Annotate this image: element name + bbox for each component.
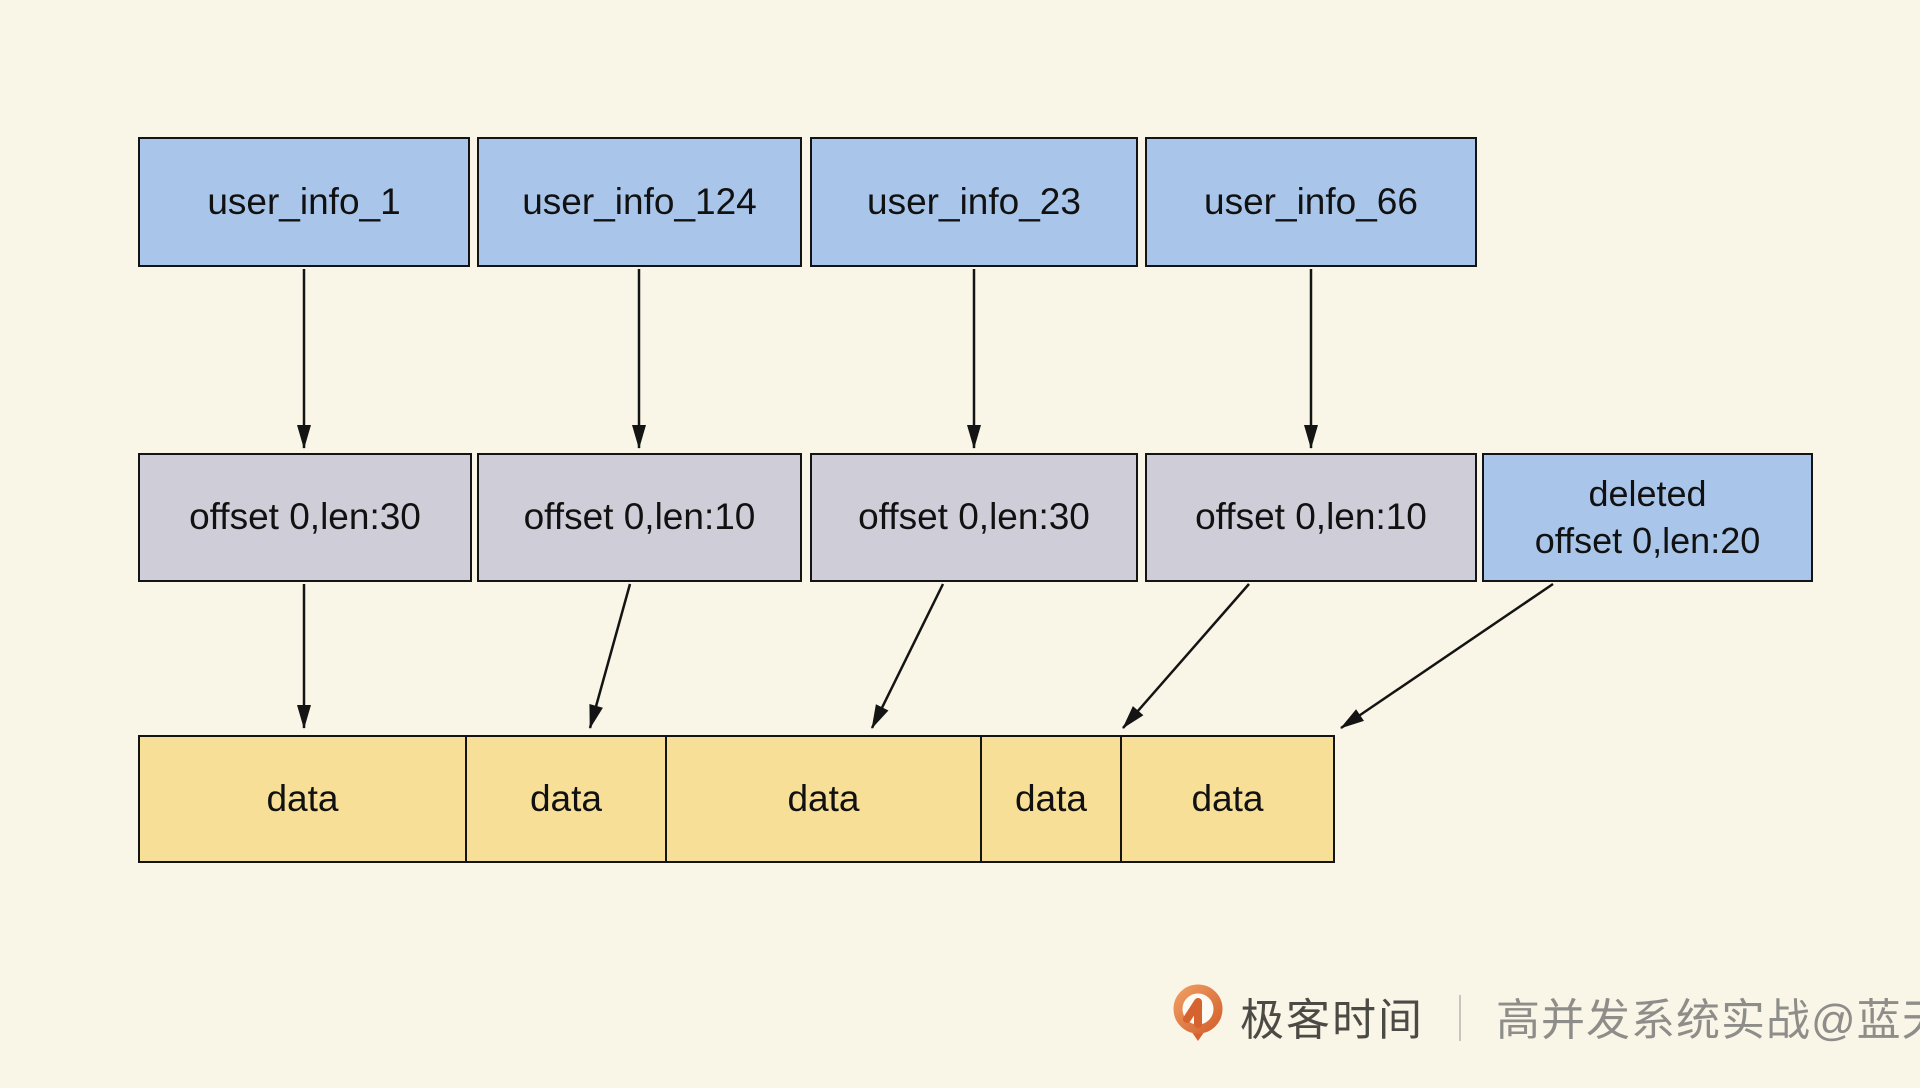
arrow-index-to-data <box>1122 583 1250 729</box>
brand-name: 极客时间 <box>1240 996 1424 1045</box>
data-label: data <box>529 777 602 819</box>
data-label: data <box>787 777 860 819</box>
key-label: user_info_66 <box>1204 180 1418 222</box>
divider: ｜ <box>1440 995 1480 1046</box>
data-box: data <box>465 735 667 863</box>
footer-brand-bar: 极客时间 ｜ 高并发系统实战@蓝天 <box>1172 982 1920 1050</box>
index-box: offset 0,len:30 <box>138 453 472 582</box>
index-box: offset 0,len:30 <box>810 453 1138 582</box>
index-label: offset 0,len:30 <box>189 496 421 538</box>
data-label: data <box>1014 777 1087 819</box>
index-label: offset 0,len:10 <box>523 496 756 538</box>
arrow-index-to-data <box>588 583 632 729</box>
data-box: data <box>138 735 467 863</box>
geektime-logo-icon <box>1173 984 1223 1041</box>
key-label: user_info_23 <box>867 180 1081 222</box>
deleted-label-line1: deleted <box>1588 472 1707 514</box>
index-box: offset 0,len:10 <box>477 453 802 582</box>
data-box: data <box>665 735 982 863</box>
key-label: user_info_1 <box>207 180 401 222</box>
data-box: data <box>1120 735 1335 863</box>
arrow-index-to-data <box>1340 582 1554 730</box>
arrow-index-to-data <box>870 583 945 729</box>
deleted-label-line2: offset 0,len:20 <box>1534 519 1761 561</box>
index-box-deleted: deleted offset 0,len:20 <box>1482 453 1813 582</box>
data-label: data <box>266 777 339 819</box>
credit-text: 高并发系统实战@蓝天 <box>1496 996 1920 1045</box>
data-label: data <box>1191 777 1264 819</box>
index-box: offset 0,len:10 <box>1145 453 1477 582</box>
key-label: user_info_124 <box>522 180 757 222</box>
index-label: offset 0,len:10 <box>1195 496 1427 538</box>
key-box: user_info_124 <box>477 137 802 267</box>
key-box: user_info_1 <box>138 137 470 267</box>
index-label: offset 0,len:30 <box>858 496 1090 538</box>
key-box: user_info_23 <box>810 137 1138 267</box>
data-box: data <box>980 735 1122 863</box>
key-box: user_info_66 <box>1145 137 1477 267</box>
